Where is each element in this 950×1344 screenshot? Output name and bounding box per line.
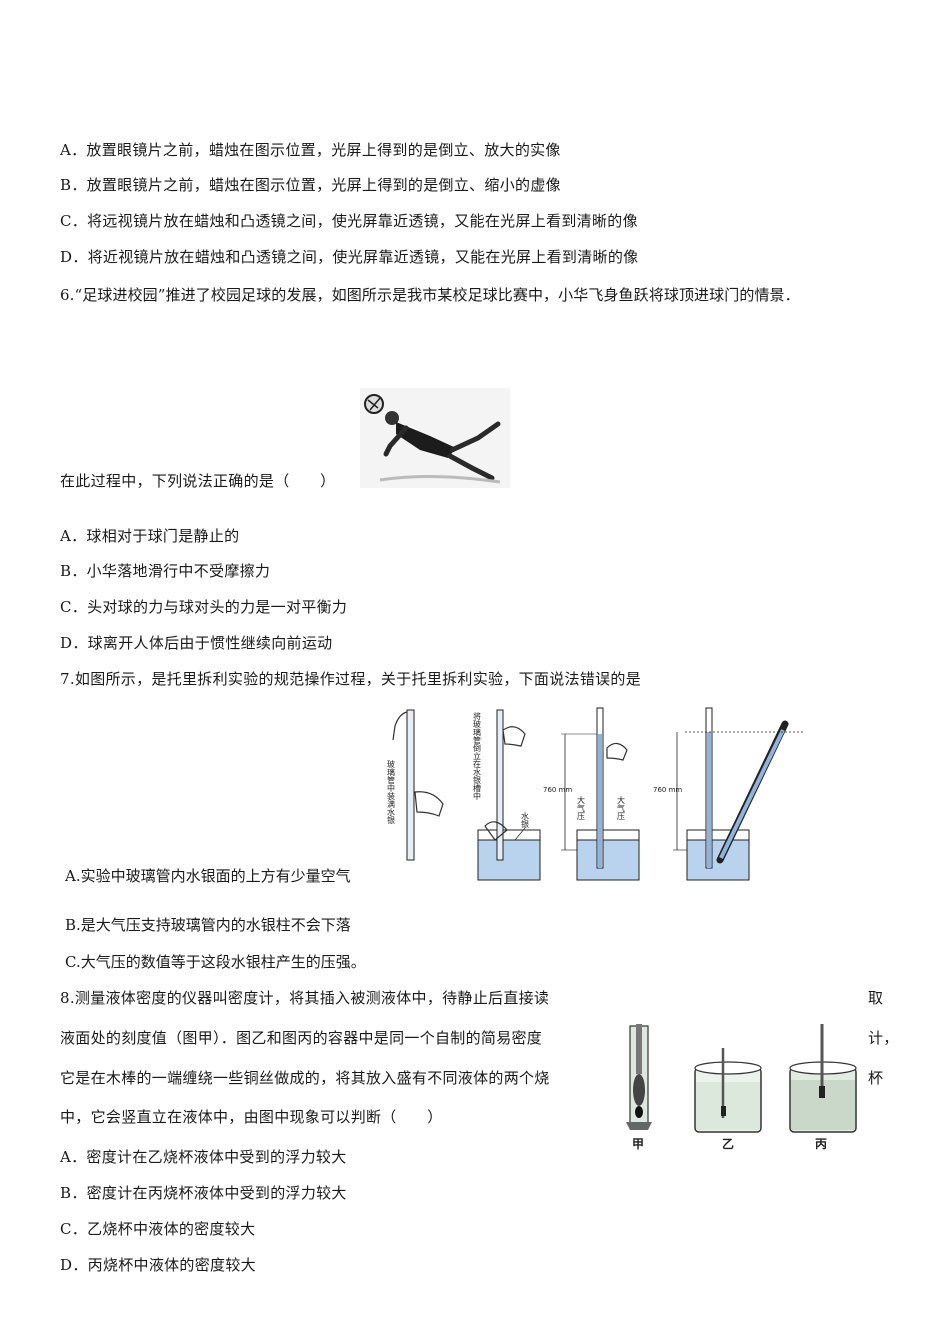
fig-label-760-panel3: 760 mm [543, 786, 572, 794]
fig-label-fill-tube: 玻璃管中装满水银 [387, 759, 396, 825]
q6-option-d: D．球离开人体后由于惯性继续向前运动 [60, 634, 333, 652]
q8-option-c: C．乙烧杯中液体的密度较大 [60, 1220, 256, 1238]
q8-stem-line4: 中，它会竖直立在液体中，由图中现象可以判断（ ） [60, 1108, 443, 1126]
q6-option-c: C．头对球的力与球对头的力是一对平衡力 [60, 598, 348, 616]
q5-option-c: C．将远视镜片放在蜡烛和凸透镜之间，使光屏靠近透镜，又能在光屏上看到清晰的像 [60, 212, 638, 230]
q8-stem-line3-end: 杯 [868, 1069, 884, 1087]
fig-label-mercury: 水银 [521, 811, 530, 829]
q7-option-b: B.是大气压支持玻璃管内的水银柱不会下落 [65, 916, 351, 934]
q8-option-a: A．密度计在乙烧杯液体中受到的浮力较大 [60, 1148, 347, 1166]
q8-option-d: D．丙烧杯中液体的密度较大 [60, 1256, 256, 1274]
fig-label-invert-tube: 将玻璃管倒立在水银槽中 [473, 711, 482, 801]
soccer-diving-header-image [360, 388, 510, 488]
q6-stem: 6.“足球进校园”推进了校园足球的发展，如图所示是我市某校足球比赛中，小华飞身鱼… [60, 286, 800, 304]
q6-stem-continued: 在此过程中，下列说法正确的是（ ） [60, 472, 336, 490]
torricelli-experiment-figure: 玻璃管中装满水银 将玻璃管倒立在水银槽中 水银 760 mm 大气压 大气压 7… [385, 700, 815, 885]
q7-option-a: A.实验中玻璃管内水银面的上方有少量空气 [65, 867, 351, 885]
q7-option-c: C.大气压的数值等于这段水银柱产生的压强。 [65, 953, 366, 971]
fig-label-yi: 乙 [722, 1137, 734, 1151]
q8-stem-line3: 它是在木棒的一端缠绕一些铜丝做成的，将其放入盛有不同液体的两个烧 [60, 1069, 550, 1087]
q8-option-b: B．密度计在丙烧杯液体中受到的浮力较大 [60, 1184, 347, 1202]
q7-stem: 7.如图所示，是托里拆利实验的规范操作过程，关于托里拆利实验，下面说法错误的是 [60, 670, 642, 688]
fig-label-760-panel4: 760 mm [653, 786, 682, 794]
q8-stem-line2: 液面处的刻度值（图甲）．图乙和图丙的容器中是同一个自制的简易密度 [60, 1029, 543, 1047]
fig-label-atm-left: 大气压 [577, 795, 586, 821]
q6-option-b: B．小华落地滑行中不受摩擦力 [60, 562, 271, 580]
q5-option-a: A．放置眼镜片之前，蜡烛在图示位置，光屏上得到的是倒立、放大的实像 [60, 141, 561, 159]
fig-label-jia: 甲 [632, 1137, 644, 1151]
q5-option-b: B．放置眼镜片之前，蜡烛在图示位置，光屏上得到的是倒立、缩小的虚像 [60, 176, 561, 194]
fig-label-atm-right: 大气压 [617, 795, 626, 821]
q8-stem-line1-end: 取 [868, 989, 884, 1007]
hydrometer-figure: 甲 乙 丙 [620, 1018, 860, 1154]
q8-stem-line2-end: 计， [868, 1029, 899, 1047]
q8-stem-line1: 8.测量液体密度的仪器叫密度计，将其插入被测液体中，待静止后直接读 [60, 989, 550, 1007]
q5-option-d: D．将近视镜片放在蜡烛和凸透镜之间，使光屏靠近透镜，又能在光屏上看到清晰的像 [60, 248, 639, 266]
fig-label-bing: 丙 [815, 1137, 827, 1151]
q6-option-a: A．球相对于球门是静止的 [60, 527, 240, 545]
